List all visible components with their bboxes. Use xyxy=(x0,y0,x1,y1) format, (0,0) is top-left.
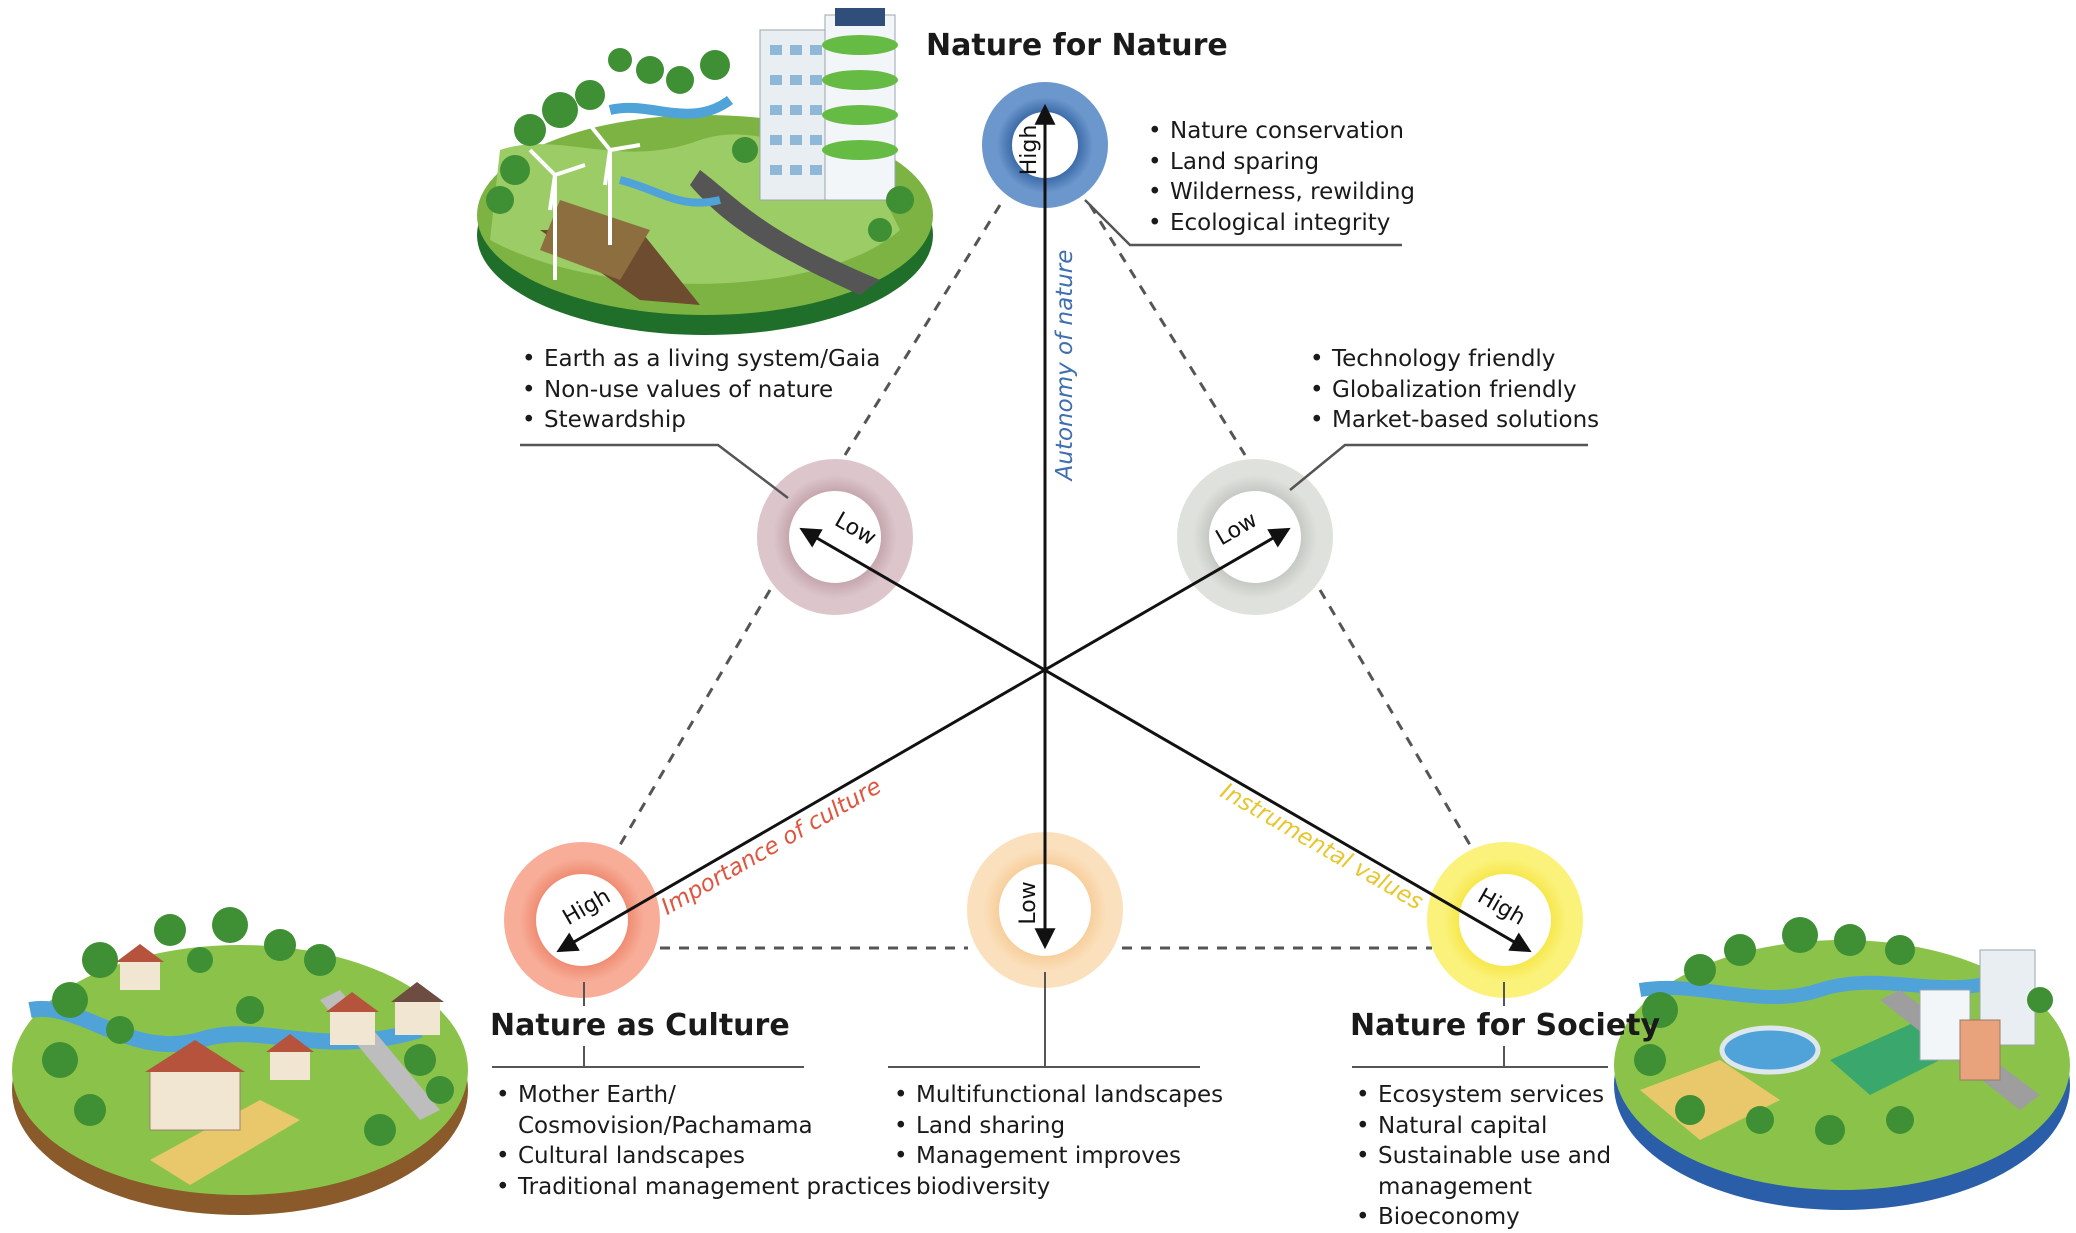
instrumental-axis-arrow xyxy=(799,527,1532,953)
ring-label-upper-left: Low xyxy=(830,508,880,551)
rule-society xyxy=(1352,1066,1608,1068)
list-item: Globalization friendly xyxy=(1306,375,1599,406)
list-bottom-center: Multifunctional landscapes Land sharing … xyxy=(890,1080,1223,1202)
list-upper-right: Technology friendly Globalization friend… xyxy=(1306,344,1599,436)
rule-society-stem-top xyxy=(1503,982,1505,1006)
rule-society-stem xyxy=(1503,1046,1505,1066)
list-item: Ecological integrity xyxy=(1144,208,1415,239)
list-item: Cultural landscapes xyxy=(492,1141,911,1172)
list-item: Traditional management practices xyxy=(492,1172,911,1203)
list-nature-for-nature: Nature conservation Land sparing Wildern… xyxy=(1144,116,1415,238)
rule-culture-stem-top xyxy=(583,982,585,1006)
ring-label-top: High xyxy=(1017,125,1042,176)
list-item: Multifunctional landscapes xyxy=(890,1080,1223,1111)
list-item: Natural capital xyxy=(1352,1111,1611,1142)
rule-culture-stem xyxy=(583,1046,585,1066)
title-nature-as-culture: Nature as Culture xyxy=(490,1008,790,1043)
list-item: Mother Earth/ xyxy=(492,1080,911,1111)
title-nature-for-nature: Nature for Nature xyxy=(926,28,1228,63)
list-item: Non-use values of nature xyxy=(518,375,880,406)
list-item: Technology friendly xyxy=(1306,344,1599,375)
list-item: Management improves xyxy=(890,1141,1223,1172)
list-item-continuation: Cosmovision/Pachamama xyxy=(518,1112,813,1139)
list-item: Ecosystem services xyxy=(1352,1080,1611,1111)
list-item: Wilderness, rewilding xyxy=(1144,177,1415,208)
rule-culture xyxy=(492,1066,804,1068)
list-item: Earth as a living system/Gaia xyxy=(518,344,880,375)
list-upper-left: Earth as a living system/Gaia Non-use va… xyxy=(518,344,880,436)
wind-turbine-icon xyxy=(528,123,641,280)
axis-label-autonomy: Autonomy of nature xyxy=(1052,250,1078,483)
axis-label-instrumental: Instrumental values xyxy=(1216,778,1427,915)
list-item-continuation: management xyxy=(1378,1173,1533,1200)
leader-lines xyxy=(520,199,1588,499)
list-item: Stewardship xyxy=(518,405,880,436)
list-item: Bioeconomy xyxy=(1352,1202,1611,1233)
ring-upper-left xyxy=(757,459,913,615)
list-nature-for-society: Ecosystem services Natural capital Susta… xyxy=(1352,1080,1611,1233)
city-landscape-illustration xyxy=(477,8,933,335)
ring-label-bottom-center: Low xyxy=(1016,881,1041,924)
list-item: Land sparing xyxy=(1144,147,1415,178)
list-item: Sustainable use and xyxy=(1352,1141,1611,1172)
list-item: Land sharing xyxy=(890,1111,1223,1142)
ring-upper-right xyxy=(1177,459,1333,615)
village-landscape-illustration xyxy=(12,907,468,1215)
list-item-continuation: biodiversity xyxy=(916,1173,1051,1200)
rule-center xyxy=(888,1066,1200,1068)
list-item: Nature conservation xyxy=(1144,116,1415,147)
rule-center-stem xyxy=(1044,972,1046,1066)
title-nature-for-society: Nature for Society xyxy=(1350,1008,1661,1043)
axis-label-culture: Importance of culture xyxy=(657,773,886,920)
list-item: Market-based solutions xyxy=(1306,405,1599,436)
ring-label-upper-right: Low xyxy=(1212,508,1262,551)
list-nature-as-culture: Mother Earth/ Cosmovision/Pachamama Cult… xyxy=(492,1080,911,1202)
urban-landscape-illustration xyxy=(1614,917,2070,1210)
culture-axis-arrow xyxy=(556,527,1291,953)
